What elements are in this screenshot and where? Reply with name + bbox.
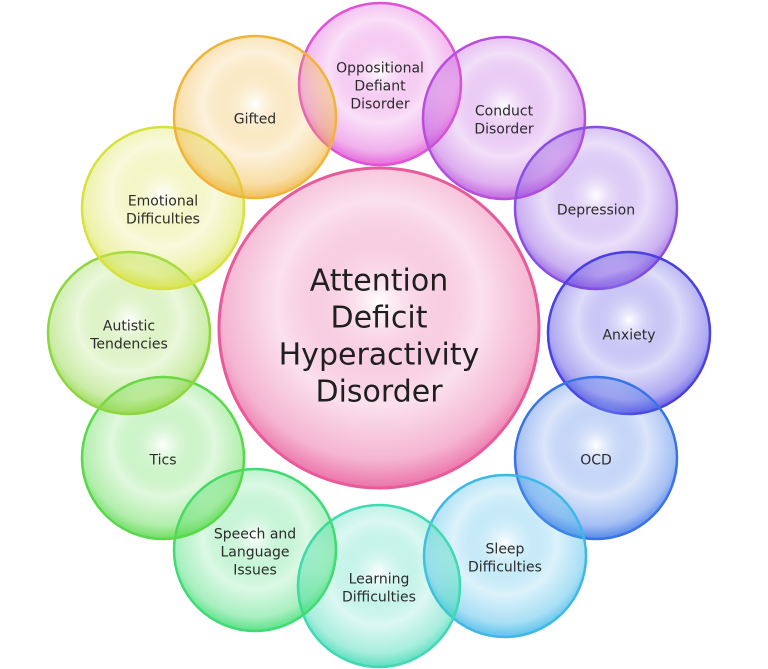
label-line: Language [220,544,289,560]
label-line: Sleep [486,541,525,557]
node-circle [172,34,338,200]
label-line: Deficit [330,300,427,335]
node-label: Depression [557,202,635,218]
node-label: Gifted [234,111,276,127]
label-line: Autistic [103,318,155,334]
label-line: Depression [557,202,635,218]
label-line: Tics [148,452,176,468]
label-line: Disorder [474,121,534,137]
label-line: Disorder [315,374,443,409]
label-line: Learning [349,571,410,587]
label-line: Oppositional [336,60,424,76]
node-tics: Tics [80,375,246,541]
label-line: Disorder [350,96,410,112]
label-line: Hyperactivity [279,337,480,372]
node-label: OCD [580,452,612,468]
label-line: Issues [233,562,277,578]
label-line: Emotional [128,193,198,209]
label-line: Conduct [475,103,534,119]
label-line: Difficulties [342,589,416,605]
node-gifted: Gifted [172,34,338,200]
label-line: Defiant [354,78,406,94]
label-line: Gifted [234,111,276,127]
label-line: Anxiety [602,327,655,343]
label-line: OCD [580,452,612,468]
node-label: Tics [148,452,176,468]
center-circle [217,166,541,490]
node-label: Anxiety [602,327,655,343]
label-line: Speech and [214,526,296,542]
label-line: Difficulties [126,211,200,227]
node-depression: Depression [513,125,679,291]
label-line: Tendencies [89,336,168,352]
label-line: Difficulties [468,559,542,575]
label-line: Attention [310,263,448,298]
